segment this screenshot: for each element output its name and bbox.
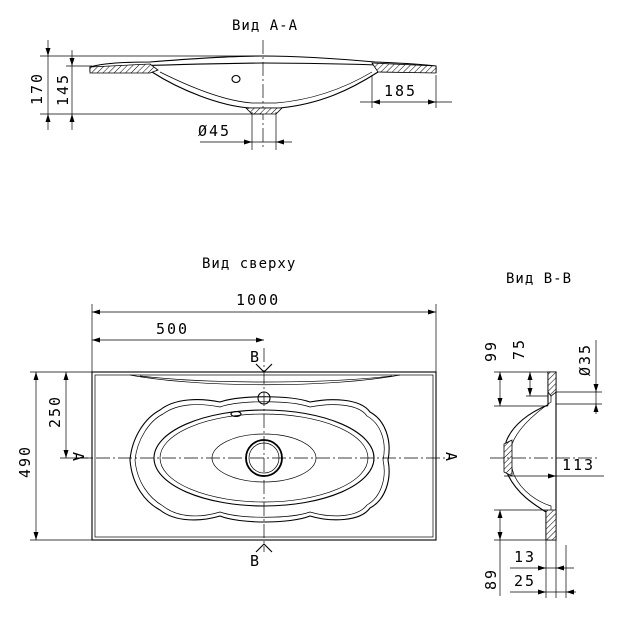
dim-113-label: 113 — [562, 456, 595, 474]
section-aa-view: Вид А-А 170 145 18 — [28, 18, 452, 150]
section-aa-drain — [245, 107, 283, 115]
dim-d45-label: Ø45 — [198, 122, 231, 140]
section-aa-right-rim — [371, 62, 437, 74]
dim-185-label: 185 — [384, 82, 417, 100]
cut-b-arrow-top — [255, 363, 273, 373]
top-view-backsplash — [129, 374, 401, 386]
section-bb-front-edge — [545, 509, 557, 541]
dim-75-arrow-top — [527, 372, 533, 380]
dim-99-label: 99 — [482, 340, 500, 362]
dim-500-arrow-left — [92, 337, 100, 343]
dim-1000-label: 1000 — [236, 291, 280, 309]
dim-99-arrow-top — [497, 372, 503, 380]
dim-75-label: 75 — [510, 338, 528, 360]
section-bb-title: Вид В-В — [506, 271, 572, 287]
dim-d45-arrow-right — [276, 139, 284, 145]
dim-d35-arrow-bottom — [593, 404, 599, 412]
section-aa-left-rim — [89, 63, 159, 74]
top-view-bowl-scalloped — [129, 396, 390, 523]
section-bb-backwall — [547, 371, 557, 397]
dim-89-arrow-top — [497, 510, 503, 518]
dim-25-arrow-right — [566, 589, 574, 595]
dim-490-arrow-bottom — [33, 532, 39, 540]
dim-d35-arrow-top — [593, 384, 599, 392]
cut-b-label-bottom: B — [250, 552, 261, 570]
dim-99-arrow-bottom — [497, 398, 503, 406]
dim-145-arrow-bottom — [69, 114, 75, 122]
dim-75-arrow-bottom — [527, 388, 533, 396]
cut-a-label-left: A — [69, 452, 87, 463]
dim-170-arrow-bottom — [45, 114, 51, 122]
dim-185-arrow-right — [428, 99, 436, 105]
section-aa-bowl-inner — [159, 71, 373, 104]
dim-185-arrow-left — [372, 99, 380, 105]
dim-145-label: 145 — [54, 73, 72, 106]
dim-13-arrow-right — [556, 565, 564, 571]
dim-13-arrow-left — [538, 565, 546, 571]
dim-1000-arrow-left — [92, 309, 100, 315]
top-view-title: Вид сверху — [202, 256, 296, 272]
dim-490-label: 490 — [16, 445, 34, 478]
section-aa-title: Вид А-А — [232, 18, 298, 34]
dim-250-label: 250 — [46, 395, 64, 428]
dim-145-arrow-top — [69, 58, 75, 66]
dim-170-arrow-top — [45, 48, 51, 56]
dim-170-label: 170 — [28, 72, 46, 105]
dim-25-arrow-left — [538, 589, 546, 595]
section-aa-overflow-hole — [231, 74, 241, 84]
dim-d45-arrow-left — [244, 139, 252, 145]
dim-1000-arrow-right — [428, 309, 436, 315]
dim-250-arrow-bottom — [63, 450, 69, 458]
cut-b-label-top: B — [250, 348, 261, 366]
dim-13-label: 13 — [514, 548, 536, 566]
cut-a-label-right: A — [442, 452, 460, 463]
dim-113-arrow — [548, 473, 556, 479]
dim-89-label: 89 — [482, 568, 500, 590]
section-bb-view: Вид В-В 99 75 Ø35 — [482, 271, 604, 598]
top-view-overflow-slot — [230, 410, 242, 418]
dim-500-label: 500 — [156, 320, 189, 338]
top-view-backsplash-inner — [139, 375, 393, 383]
dim-d35-label: Ø35 — [576, 343, 594, 376]
dim-89-arrow-bottom — [497, 532, 503, 540]
dim-500-arrow-right — [256, 337, 264, 343]
top-view: Вид сверху 1000 500 — [16, 256, 460, 570]
dim-25-label: 25 — [514, 572, 536, 590]
dim-250-arrow-top — [63, 372, 69, 380]
top-view-bowl-scalloped-inner — [134, 401, 385, 518]
cut-b-arrow-bottom — [255, 543, 273, 553]
dim-490-arrow-top — [33, 372, 39, 380]
section-aa-bowl-outer — [151, 71, 379, 109]
